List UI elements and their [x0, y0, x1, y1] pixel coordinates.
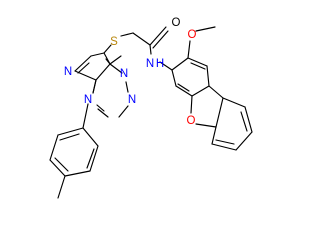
bond	[235, 131, 253, 151]
atom-label-furan-oxygen: O	[187, 115, 196, 127]
bond	[215, 139, 235, 145]
bond	[211, 126, 217, 145]
atom-label-methoxy-oxygen: O	[188, 29, 197, 41]
bond	[208, 85, 224, 99]
bond	[57, 175, 66, 199]
bond	[86, 148, 95, 169]
atom-label-carbonyl-oxygen: O	[172, 17, 181, 29]
bond	[64, 170, 91, 177]
bond	[222, 97, 246, 108]
bond	[97, 108, 109, 118]
atom-label-amide-hydrogen: H	[156, 58, 164, 70]
bond	[152, 30, 169, 49]
bond	[159, 61, 173, 71]
bond	[82, 127, 99, 147]
bond	[211, 143, 237, 151]
bond	[103, 44, 112, 54]
bond	[171, 69, 177, 87]
atom-label-pyrazole-nitrogen-lower: N	[84, 94, 92, 106]
bond	[74, 55, 92, 72]
molecule-structure: S O N H O O N N N N	[49, 17, 253, 199]
bond	[132, 32, 151, 46]
bond	[149, 44, 152, 55]
bond	[95, 63, 111, 81]
bond	[54, 157, 69, 172]
atom-label-pyrimidine-nitrogen-upper: N	[120, 68, 128, 80]
bond	[82, 103, 89, 129]
bond-layer	[49, 26, 253, 199]
bond	[59, 133, 80, 141]
bond	[206, 65, 210, 87]
bond	[215, 97, 224, 128]
bond	[77, 62, 90, 74]
bond	[195, 26, 216, 32]
bond	[187, 57, 208, 67]
bond	[118, 105, 129, 118]
bond	[190, 62, 206, 70]
bond	[92, 79, 97, 94]
atom-label-amide-nitrogen: N	[146, 58, 154, 70]
bond	[49, 159, 66, 177]
bond	[187, 40, 191, 59]
bond	[125, 81, 129, 93]
bond	[103, 52, 111, 65]
bond	[120, 32, 134, 37]
bond	[89, 145, 99, 172]
bond	[74, 70, 97, 81]
bond	[109, 55, 122, 65]
bond	[57, 127, 84, 136]
bond	[190, 95, 193, 114]
bond	[191, 85, 210, 97]
bond	[171, 57, 189, 71]
bond	[195, 123, 217, 128]
atom-labels: S O N H O O N N N N	[64, 17, 197, 127]
atom-label-pyrimidine-nitrogen-lower: N	[128, 94, 136, 106]
bond	[109, 63, 123, 74]
bond	[96, 104, 105, 112]
bond	[90, 52, 105, 57]
bond	[240, 111, 248, 132]
bond	[177, 83, 190, 92]
atom-label-pyrazole-nitrogen-upper: N	[64, 66, 72, 78]
bond	[49, 134, 59, 161]
bond	[149, 26, 167, 46]
atom-label-sulfur: S	[110, 36, 118, 48]
bond	[244, 106, 253, 133]
bond	[175, 85, 193, 97]
